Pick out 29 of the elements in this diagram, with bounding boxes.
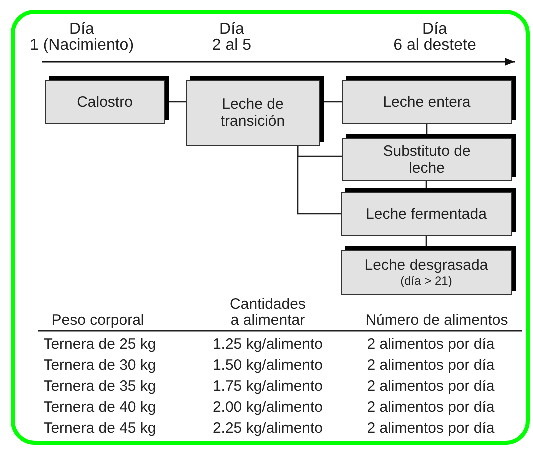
day-heading: Día 2 al 5 bbox=[211, 22, 253, 54]
column-header: Número de alimentos bbox=[364, 313, 510, 329]
connector-line bbox=[297, 146, 341, 215]
table-cell-text: 2 alimentos por día bbox=[366, 421, 496, 437]
stage-name: Calostro bbox=[77, 94, 133, 110]
table-cell-text: Ternera de 25 kg bbox=[42, 337, 158, 353]
stage-name: Leche fermentada bbox=[366, 206, 487, 222]
table-cell-text: 2.25 kg/alimento bbox=[212, 421, 324, 437]
table-cell-text: 1.25 kg/alimento bbox=[212, 337, 324, 353]
stage-name: Substituto de leche bbox=[382, 142, 472, 176]
column-header: Cantidades a alimentar bbox=[229, 297, 307, 329]
table-cell-text: 2 alimentos por día bbox=[366, 400, 496, 416]
stage-name: Leche entera bbox=[383, 94, 471, 110]
day-heading: Día 6 al destete bbox=[392, 22, 478, 54]
day-heading: Día 1 (Nacimiento) bbox=[28, 22, 136, 54]
table-cell-text: 2 alimentos por día bbox=[366, 358, 496, 374]
stage-name: Leche de transición bbox=[220, 96, 286, 130]
table-cell-text: 2 alimentos por día bbox=[366, 379, 496, 395]
table-cell-text: Ternera de 30 kg bbox=[42, 358, 158, 374]
table-cell-text: Ternera de 35 kg bbox=[42, 379, 158, 395]
table-cell-text: 1.75 kg/alimento bbox=[212, 379, 324, 395]
table-cell-text: Ternera de 40 kg bbox=[42, 400, 158, 416]
stage-name: Leche desgrasada bbox=[364, 257, 488, 274]
table-cell-text: 1.50 kg/alimento bbox=[212, 358, 324, 374]
stage-note: (día > 21) bbox=[400, 274, 452, 288]
column-header: Peso corporal bbox=[50, 313, 146, 329]
table-cell-text: 2 alimentos por día bbox=[366, 337, 496, 353]
table-cell-text: 2.00 kg/alimento bbox=[212, 400, 324, 416]
table-cell-text: Ternera de 45 kg bbox=[42, 421, 158, 437]
